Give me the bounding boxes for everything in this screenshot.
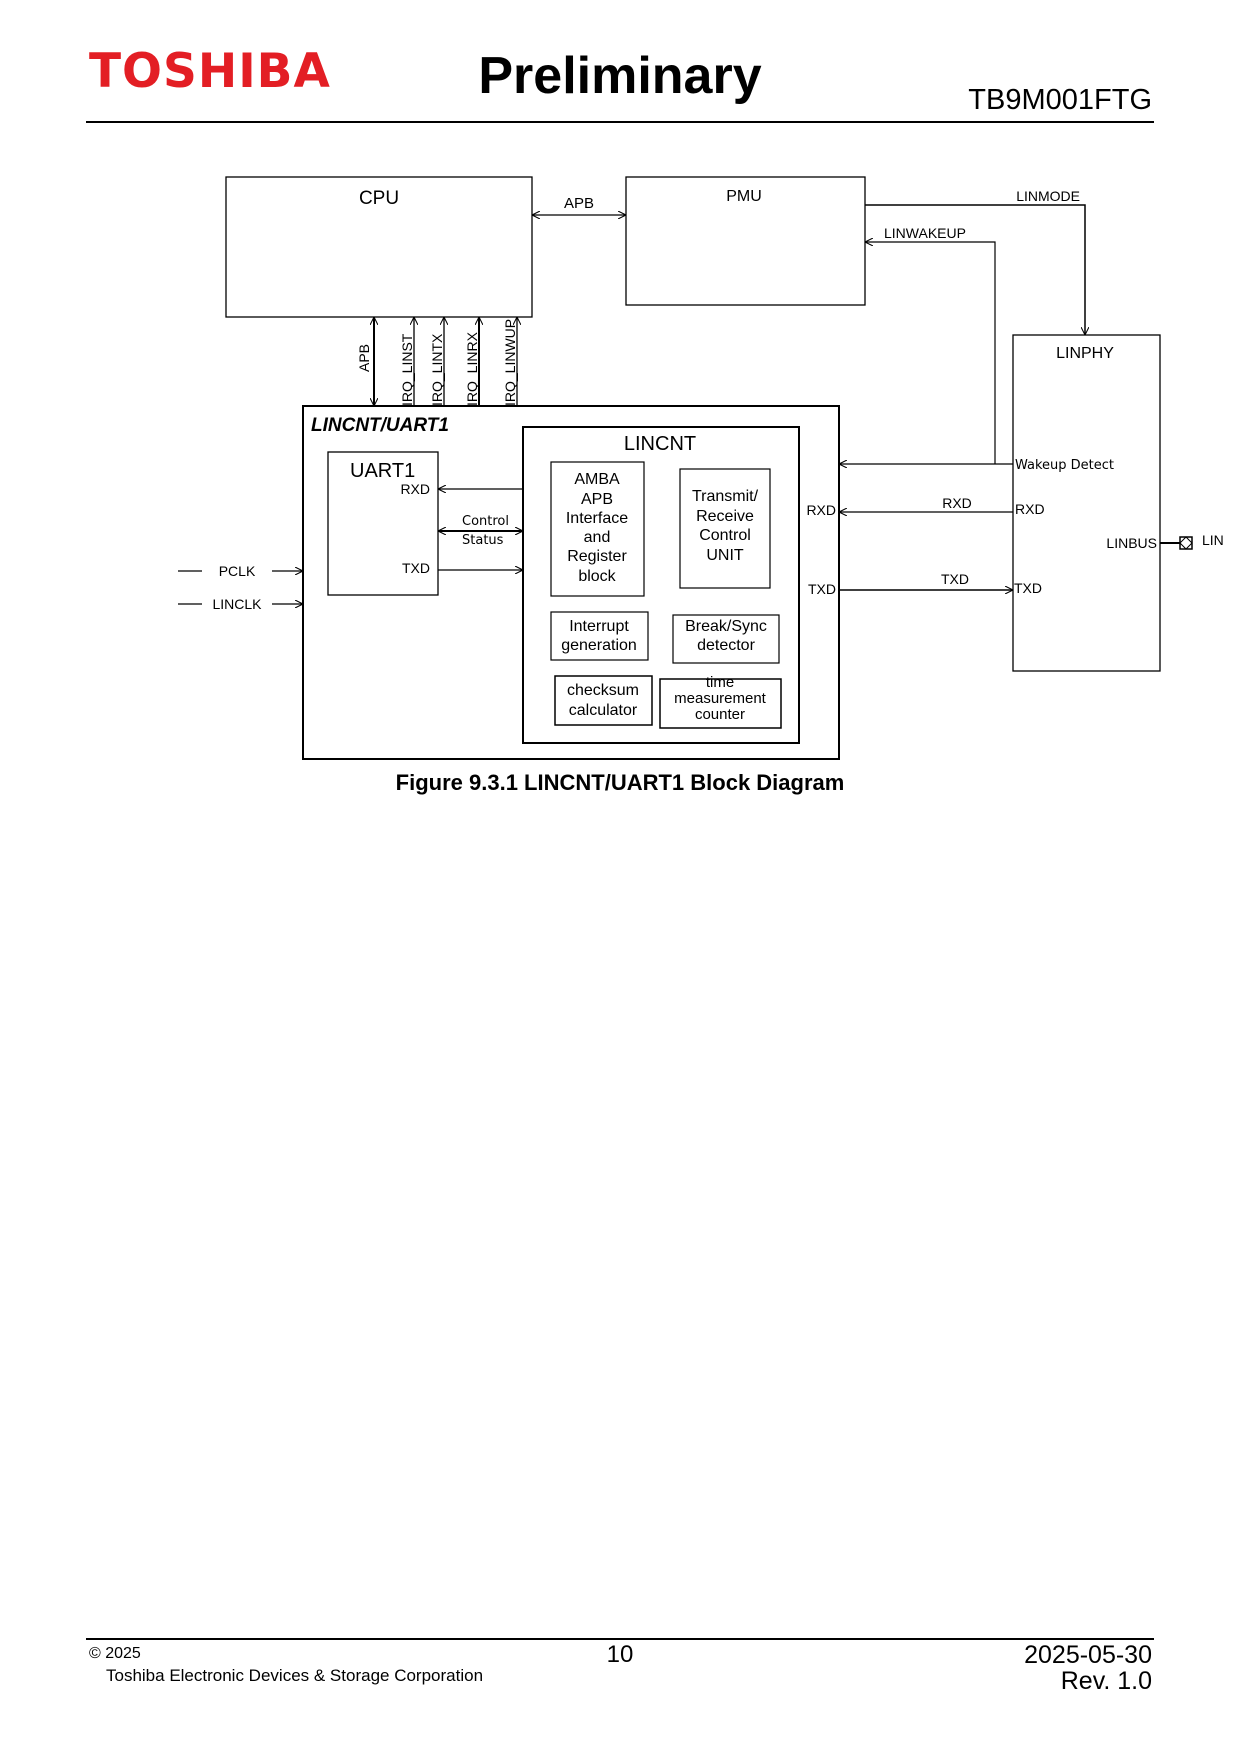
interrupt-line: generation: [561, 637, 637, 654]
linphy-txd-label: TXD: [1014, 580, 1042, 596]
linbus-label: LINBUS: [1106, 535, 1157, 551]
uart1-rxd-label: RXD: [400, 481, 430, 497]
amba-line: APB: [581, 491, 613, 508]
interrupt-block: [550, 611, 649, 661]
block-diagram: CPU APB PMU LINMODE LINWAKEUP LINPHY Wak…: [178, 176, 1224, 795]
linphy-rxd-label: RXD: [1015, 501, 1045, 517]
cpu-label: CPU: [359, 188, 399, 209]
trx-line: Receive: [696, 508, 754, 525]
figure-caption: Figure 9.3.1 LINCNT/UART1 Block Diagram: [396, 770, 845, 795]
checksum-line: calculator: [569, 702, 638, 719]
lin-pin-diamond-icon: [1179, 536, 1193, 550]
amba-line: Interface: [566, 510, 628, 527]
interrupt-line: Interrupt: [569, 618, 629, 635]
linwakeup-label: LINWAKEUP: [884, 225, 966, 241]
lincnt-uart1-title: LINCNT/UART1: [311, 415, 449, 436]
uart1-block: [327, 451, 439, 596]
cpu-block: [225, 176, 533, 318]
trx-line: UNIT: [706, 547, 744, 564]
lin-pin-label: LIN: [1202, 532, 1224, 548]
amba-line: block: [578, 568, 616, 585]
breaksync-block: [672, 614, 780, 664]
breaksync-line: detector: [697, 637, 755, 654]
wakeup-detect-label: Wakeup Detect: [1015, 458, 1114, 473]
page-title: Preliminary: [478, 47, 762, 105]
amba-line: AMBA: [574, 471, 620, 488]
apb-signal-label: APB: [356, 344, 372, 372]
amba-block: [550, 461, 645, 597]
revision: Rev. 1.0: [1060, 1667, 1152, 1695]
linmode-label: LINMODE: [1016, 188, 1080, 204]
outer-rxd-label: RXD: [806, 502, 836, 518]
amba-line: Register: [567, 548, 627, 565]
irq-linwup-label: IRQ_LINWUP: [502, 319, 518, 406]
toshiba-logo: TOSHIBA: [89, 44, 331, 99]
amba-line: and: [584, 529, 611, 546]
pmu-label: PMU: [726, 188, 762, 205]
control-label: Control: [462, 514, 509, 529]
linclk-label: LINCLK: [212, 596, 262, 612]
trx-line: Transmit/: [692, 488, 759, 505]
linphy-title: LINPHY: [1056, 345, 1114, 362]
timer-line: time: [706, 674, 734, 691]
page-number: 10: [606, 1641, 634, 1668]
header-rule: [86, 121, 1154, 123]
lincnt-block: [522, 426, 800, 744]
document-date: 2025-05-30: [1024, 1641, 1152, 1669]
rxd-wire-label: RXD: [942, 495, 972, 511]
irq-linst-label: IRQ_LINST: [399, 333, 415, 406]
uart1-txd-label: TXD: [402, 560, 430, 576]
footer-rule: [86, 1638, 1154, 1640]
company-name: Toshiba Electronic Devices & Storage Cor…: [106, 1666, 484, 1685]
outer-txd-label: TXD: [808, 581, 836, 597]
pclk-label: PCLK: [219, 563, 256, 579]
irq-linrx-label: IRQ_LINRX: [464, 331, 480, 406]
txd-wire-label: TXD: [941, 571, 969, 587]
timer-line: counter: [695, 706, 745, 723]
lin-pin-icon: [1179, 536, 1193, 550]
irq-lintx-label: IRQ_LINTX: [429, 333, 445, 406]
timer-block: [659, 678, 782, 729]
breaksync-line: Break/Sync: [685, 618, 767, 635]
timer-line: measurement: [674, 690, 767, 707]
trx-control-block: [679, 468, 771, 589]
trx-line: Control: [699, 527, 751, 544]
linwakeup-wire: [865, 242, 996, 464]
copyright: © 2025: [89, 1645, 141, 1662]
linphy-block: [1012, 334, 1161, 672]
apb-bus-label: APB: [564, 195, 594, 212]
checksum-line: checksum: [567, 682, 639, 699]
checksum-block: [554, 675, 653, 726]
lincnt-title: LINCNT: [624, 433, 696, 455]
uart1-title: UART1: [350, 460, 415, 482]
status-label: Status: [462, 533, 504, 548]
lincnt-uart1-block: [302, 405, 840, 760]
linmode-wire: [865, 204, 1085, 335]
part-number: TB9M001FTG: [968, 84, 1152, 116]
